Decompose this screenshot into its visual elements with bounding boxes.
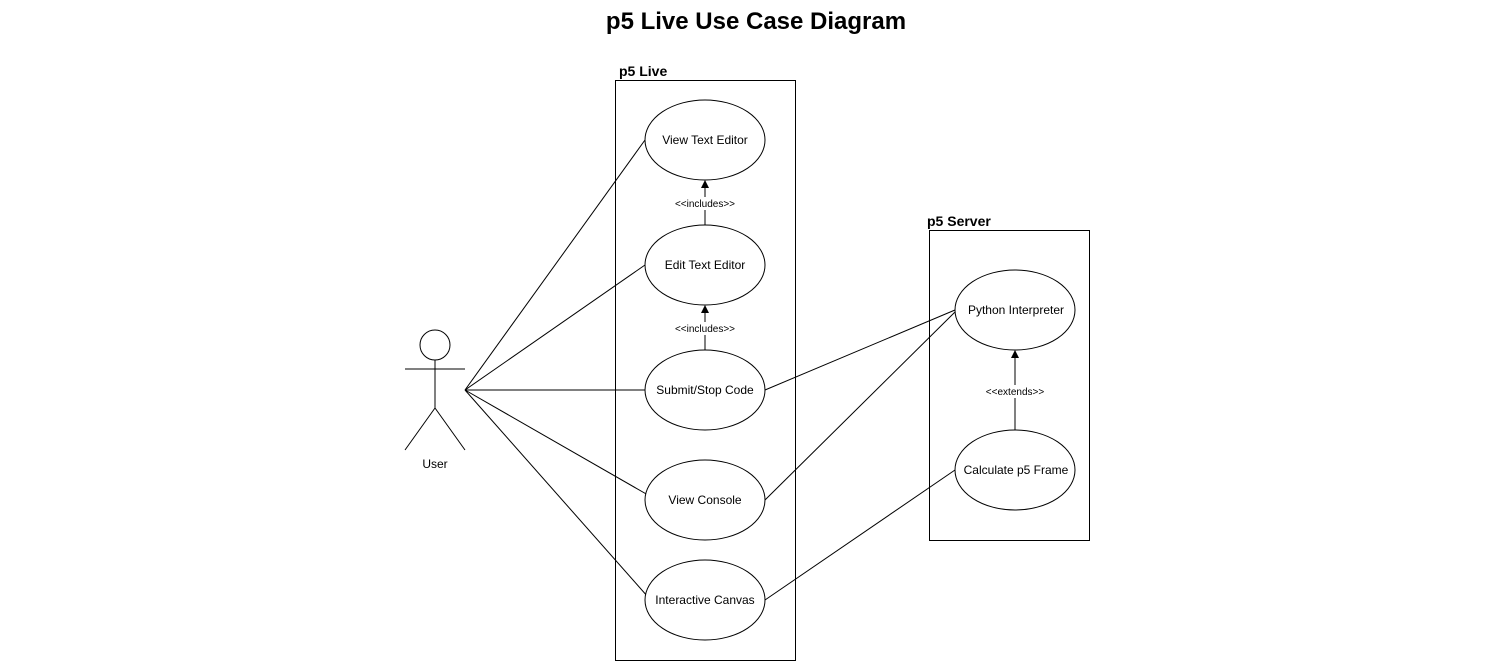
actor-label: User: [422, 457, 447, 471]
use-case-view-console: View Console: [644, 459, 766, 541]
use-case-edit-text-editor-label: Edit Text Editor: [665, 258, 745, 272]
includes-label-2: <<includes>>: [675, 324, 735, 335]
server-associations: [764, 309, 956, 601]
assoc-user-view-console: [464, 389, 649, 496]
use-case-view-text-editor: View Text Editor: [644, 99, 766, 181]
assoc-user-edit-text-editor: [464, 264, 646, 391]
assoc-user-view-text-editor: [464, 139, 646, 391]
use-case-python-interpreter: Python Interpreter: [954, 269, 1076, 351]
use-case-edit-text-editor: Edit Text Editor: [644, 224, 766, 306]
assoc-submit-python: [764, 309, 956, 391]
use-case-interactive-canvas: Interactive Canvas: [644, 559, 766, 641]
actor-user: User: [404, 329, 466, 471]
use-case-submit-stop-code-label: Submit/Stop Code: [656, 383, 754, 397]
boundary-p5-server-label: p5 Server: [927, 213, 991, 229]
includes-label-1-bg: [670, 197, 740, 210]
extends-label-bg: [982, 385, 1048, 398]
use-case-calculate-p5-frame-label: Calculate p5 Frame: [964, 463, 1069, 477]
use-case-interactive-canvas-label: Interactive Canvas: [655, 593, 754, 607]
assoc-console-python: [764, 311, 956, 501]
use-case-python-interpreter-label: Python Interpreter: [968, 303, 1064, 317]
use-case-view-text-editor-label: View Text Editor: [662, 133, 748, 147]
includes-label-1: <<includes>>: [675, 199, 735, 210]
assoc-user-interactive-canvas: [464, 389, 649, 598]
use-case-calculate-p5-frame: Calculate p5 Frame: [954, 429, 1076, 511]
assoc-canvas-calculate: [764, 469, 956, 601]
use-case-view-console-label: View Console: [668, 493, 741, 507]
actor-head: [419, 329, 451, 361]
actor-right-leg: [434, 407, 466, 451]
extends-label: <<extends>>: [986, 387, 1045, 398]
actor-left-leg: [404, 407, 436, 451]
use-case-submit-stop-code: Submit/Stop Code: [644, 349, 766, 431]
actor-associations: [464, 139, 649, 598]
diagram-title: p5 Live Use Case Diagram: [606, 8, 906, 35]
includes-label-2-bg: [670, 322, 740, 335]
boundary-p5-live-label: p5 Live: [619, 63, 667, 79]
